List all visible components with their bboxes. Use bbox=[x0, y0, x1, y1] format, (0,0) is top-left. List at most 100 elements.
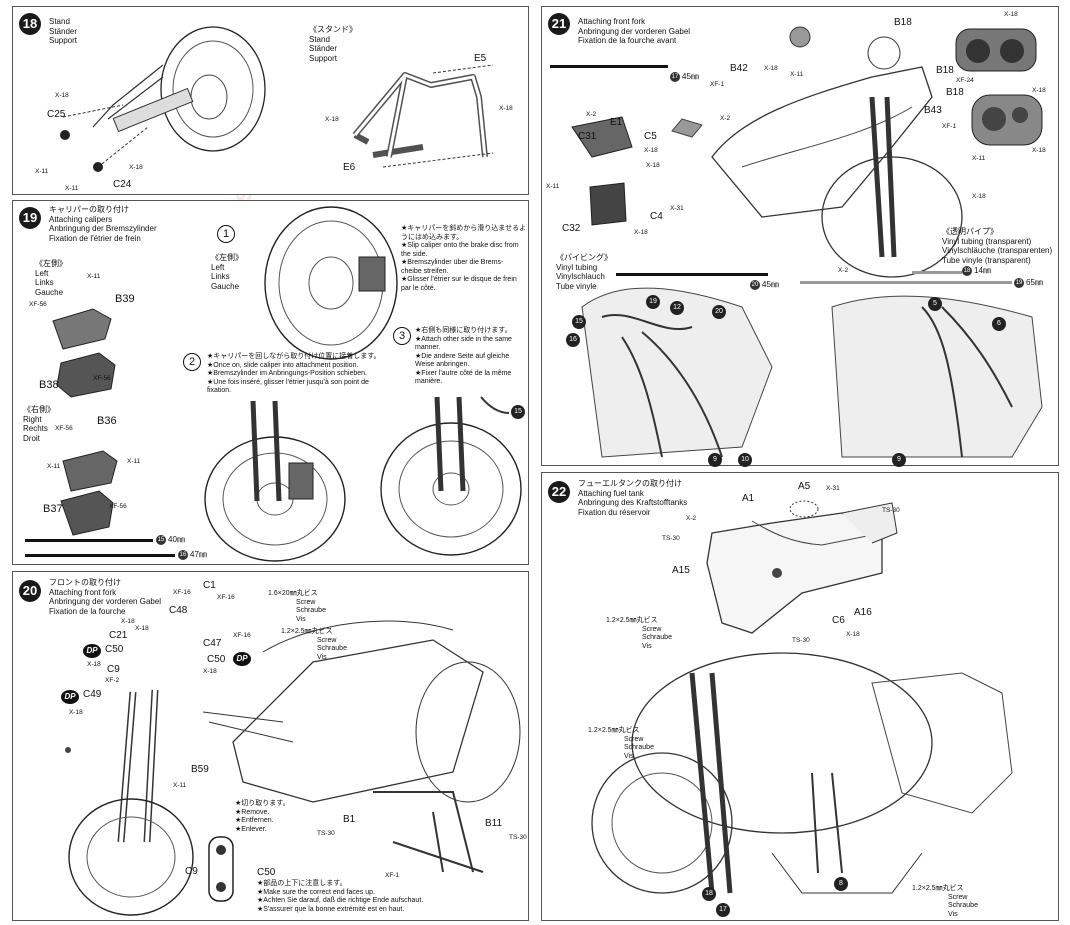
dp-badge-2: DP bbox=[61, 690, 79, 704]
note-ends: ★部品の上下に注意します。★Make sure the correct end … bbox=[257, 880, 424, 913]
label-x2: X-2 bbox=[720, 115, 731, 122]
label-x11-c: X-11 bbox=[47, 463, 61, 470]
label-c5: C5 bbox=[644, 131, 657, 142]
note-substep-3: ★右側も同様に取り付けます。★Attach other side in the … bbox=[415, 327, 512, 385]
label-c32: C32 bbox=[562, 223, 581, 234]
label-x18-e: X-18 bbox=[203, 668, 217, 675]
label-a15: A15 bbox=[672, 565, 690, 576]
label-ts30-b: TS-30 bbox=[509, 834, 527, 841]
label-x18-h: X-18 bbox=[634, 229, 648, 236]
dp-badge-3: DP bbox=[233, 652, 251, 666]
step-number: 21 bbox=[548, 13, 570, 35]
label-xf1: XF-1 bbox=[385, 872, 400, 879]
label-c48: C48 bbox=[169, 605, 188, 616]
label-xf1: XF-1 bbox=[710, 81, 725, 88]
tube-14mm-bar bbox=[912, 271, 962, 274]
label-b42: B42 bbox=[730, 63, 748, 74]
label-ts30: TS-30 bbox=[882, 507, 900, 514]
label-x18-g: X-18 bbox=[646, 162, 660, 169]
rear-wheel-drawing bbox=[60, 26, 494, 172]
label-c49: C49 bbox=[83, 689, 102, 700]
label-e6: E6 bbox=[343, 162, 356, 173]
callout-12: 12 bbox=[670, 301, 684, 315]
label-x18-d: X-18 bbox=[1032, 147, 1046, 154]
callout-6: 6 bbox=[992, 317, 1006, 331]
label-a1: A1 bbox=[742, 493, 755, 504]
label-x18-d: X-18 bbox=[69, 709, 83, 716]
label-e1: E1 bbox=[610, 117, 623, 128]
label-c9: C9 bbox=[107, 664, 120, 675]
label-x11: X-11 bbox=[173, 782, 187, 789]
label-c6: C6 bbox=[832, 615, 845, 626]
label-x18: X-18 bbox=[846, 631, 860, 638]
label-c24: C24 bbox=[113, 179, 132, 190]
label-c21: C21 bbox=[109, 630, 128, 641]
label-xf16-c: XF-16 bbox=[233, 632, 251, 639]
dp-badge-1: DP bbox=[83, 644, 101, 658]
tube-40mm-bar bbox=[25, 539, 153, 542]
label-ts30-b: TS-30 bbox=[662, 535, 680, 542]
label-c9-b: C9 bbox=[185, 866, 198, 877]
label-x18-d: X-18 bbox=[325, 116, 339, 123]
label-xf56-d: XF-56 bbox=[109, 503, 127, 510]
label-ts30: TS-30 bbox=[317, 830, 335, 837]
step-number: 18 bbox=[19, 13, 41, 35]
label-x31: X-31 bbox=[670, 205, 684, 212]
label-b18-c: B18 bbox=[946, 87, 964, 98]
label-x18-c: X-18 bbox=[1032, 87, 1046, 94]
label-x11-c: X-11 bbox=[546, 183, 560, 190]
callout-16: 16 bbox=[566, 333, 580, 347]
step-number: 20 bbox=[19, 580, 41, 602]
label-xf16: XF-16 bbox=[173, 589, 191, 596]
label-b59: B59 bbox=[191, 764, 209, 775]
brake-disc-drawings bbox=[204, 206, 522, 562]
label-c50: C50 bbox=[105, 644, 124, 655]
callout-15: 15 bbox=[572, 315, 586, 329]
label-b1: B1 bbox=[343, 814, 356, 825]
label-ts30-c: TS-30 bbox=[792, 637, 810, 644]
label-x18-e: X-18 bbox=[972, 193, 986, 200]
tube-65mm-bar bbox=[800, 281, 1012, 284]
label-x2-b: X-2 bbox=[586, 111, 597, 118]
step-number: 22 bbox=[548, 481, 570, 503]
label-x11: X-11 bbox=[790, 71, 804, 78]
label-x18: X-18 bbox=[764, 65, 778, 72]
label-x18-b: X-18 bbox=[1004, 11, 1018, 18]
label-c25: C25 bbox=[47, 109, 66, 120]
label-x11-b: X-11 bbox=[65, 185, 79, 192]
label-b38: B38 bbox=[39, 379, 59, 391]
callout-17: 17 bbox=[716, 903, 730, 917]
callout-19: 19 bbox=[646, 295, 660, 309]
label-x2-c: X-2 bbox=[838, 267, 849, 274]
substep-1-marker: 1 bbox=[217, 225, 235, 243]
label-x18-c: X-18 bbox=[87, 661, 101, 668]
label-a5: A5 bbox=[798, 481, 811, 492]
tube-callout-15: 15 bbox=[511, 405, 525, 419]
step-number: 19 bbox=[19, 207, 41, 229]
caliper-parts-drawing bbox=[52, 308, 118, 536]
label-b18: B18 bbox=[894, 17, 912, 28]
label-c1: C1 bbox=[203, 580, 216, 591]
note-substep-1: ★キャリパーを斜めから滑り込ませるようにはめ込みます。★Slip caliper… bbox=[401, 225, 527, 292]
label-x31: X-31 bbox=[826, 485, 840, 492]
label-c50-b: C50 bbox=[207, 654, 226, 665]
callout-9: 9 bbox=[708, 453, 722, 467]
